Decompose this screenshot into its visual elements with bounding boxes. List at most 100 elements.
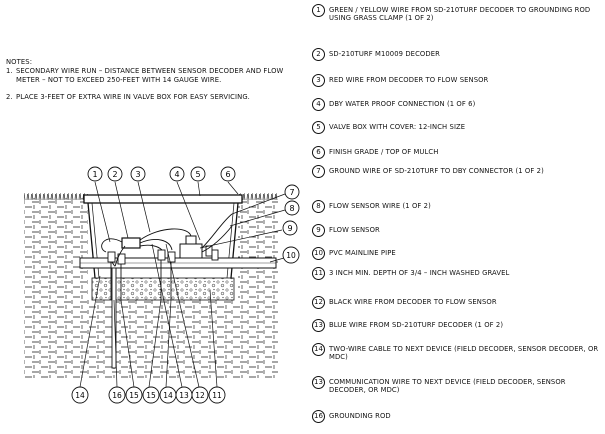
legend-number-circle: 12 xyxy=(312,296,325,309)
svg-text:13: 13 xyxy=(179,391,189,400)
legend-number-circle: 10 xyxy=(312,247,325,260)
wires xyxy=(101,213,233,300)
legend-number-circle: 6 xyxy=(312,146,325,159)
note-text: PLACE 3-FEET OF EXTRA WIRE IN VALVE BOX … xyxy=(16,93,250,102)
legend-number-circle: 13 xyxy=(312,319,325,332)
svg-text:6: 6 xyxy=(225,170,230,179)
note-item: 2. PLACE 3-FEET OF EXTRA WIRE IN VALVE B… xyxy=(6,93,286,101)
svg-text:5: 5 xyxy=(195,170,200,179)
callout-bottom-16: 16 xyxy=(108,386,126,404)
callout-bottom-12: 12 xyxy=(191,386,209,404)
legend-number-circle: 9 xyxy=(312,224,325,237)
legend-text: FLOW SENSOR xyxy=(329,226,380,234)
legend-text: PVC MAINLINE PIPE xyxy=(329,249,396,257)
legend-number-circle: 11 xyxy=(312,267,325,280)
legend-item: 9 FLOW SENSOR xyxy=(312,224,602,237)
soil-left xyxy=(24,192,88,378)
callout-right-7: 7 xyxy=(284,184,300,200)
svg-text:15: 15 xyxy=(129,391,139,400)
callout-right-10: 10 xyxy=(282,246,300,264)
soil-right xyxy=(238,192,278,378)
legend-text: FINISH GRADE / TOP OF MULCH xyxy=(329,148,439,156)
svg-text:8: 8 xyxy=(289,204,294,213)
svg-text:9: 9 xyxy=(287,224,292,233)
legend-number-circle: 13 xyxy=(312,376,325,389)
svg-text:11: 11 xyxy=(212,391,222,400)
legend-number-circle: 4 xyxy=(312,98,325,111)
svg-text:14: 14 xyxy=(163,391,173,400)
wire-connectors xyxy=(107,245,219,265)
legend-number-circle: 3 xyxy=(312,74,325,87)
legend-text: GROUND WIRE OF SD-210TURF TO DBY CONNECT… xyxy=(329,167,544,175)
svg-text:4: 4 xyxy=(174,170,179,179)
callout-bottom-15b: 15 xyxy=(142,386,160,404)
svg-text:3: 3 xyxy=(135,170,140,179)
svg-text:1: 1 xyxy=(92,170,97,179)
legend-item: 13 COMMUNICATION WIRE TO NEXT DEVICE (FIE… xyxy=(312,376,602,395)
callout-right-8: 8 xyxy=(284,200,300,216)
notes-block: NOTES: 1. SECONDARY WIRE RUN – DISTANCE … xyxy=(6,58,286,111)
legend-text: DBY WATER PROOF CONNECTION (1 OF 6) xyxy=(329,100,476,108)
legend-text: TWO-WIRE CABLE TO NEXT DEVICE (FIELD DEC… xyxy=(329,345,599,362)
legend-text: BLACK WIRE FROM DECODER TO FLOW SENSOR xyxy=(329,298,497,306)
legend-number-circle: 14 xyxy=(312,343,325,356)
leader-lines xyxy=(79,181,286,388)
legend-number-circle: 16 xyxy=(312,410,325,423)
legend-item: 1 GREEN / YELLOW WIRE FROM SD-210TURF DEC… xyxy=(312,4,602,23)
callout-bottom-15a: 15 xyxy=(125,386,143,404)
legend-text: COMMUNICATION WIRE TO NEXT DEVICE (FIELD… xyxy=(329,378,566,395)
callout-right-9: 9 xyxy=(282,220,298,236)
legend-text: BLUE WIRE FROM SD-210TURF DECODER (1 OF … xyxy=(329,321,504,329)
callout-top-1: 1 xyxy=(87,166,103,182)
legend-number-circle: 2 xyxy=(312,48,325,61)
legend-item: 13 BLUE WIRE FROM SD-210TURF DECODER (1 O… xyxy=(312,319,602,332)
legend-item: 3 RED WIRE FROM DECODER TO FLOW SENSOR xyxy=(312,74,602,87)
legend-item: 14 TWO-WIRE CABLE TO NEXT DEVICE (FIELD D… xyxy=(312,343,602,362)
note-text: SECONDARY WIRE RUN – DISTANCE BETWEEN SE… xyxy=(16,67,284,84)
legend-item: 12 BLACK WIRE FROM DECODER TO FLOW SENSOR xyxy=(312,296,602,309)
legend-item: 7 GROUND WIRE OF SD-210TURF TO DBY CONNEC… xyxy=(312,165,602,178)
svg-text:2: 2 xyxy=(112,170,117,179)
legend-number-circle: 1 xyxy=(312,4,325,17)
note-number: 2. xyxy=(6,93,13,102)
callout-top-4: 4 xyxy=(169,166,185,182)
legend-number-circle: 7 xyxy=(312,165,325,178)
legend-text: FLOW SENSOR WIRE (1 OF 2) xyxy=(329,202,431,210)
callout-bottom-11: 11 xyxy=(208,386,226,404)
legend-text: VALVE BOX WITH COVER: 12-INCH SIZE xyxy=(329,123,466,131)
svg-text:14: 14 xyxy=(75,391,85,400)
gravel-bed xyxy=(91,277,235,301)
legend-item: 11 3 INCH MIN. DEPTH OF 3/4 – INCH WASHED… xyxy=(312,267,602,280)
svg-text:7: 7 xyxy=(289,188,294,197)
note-item: 1. SECONDARY WIRE RUN – DISTANCE BETWEEN… xyxy=(6,67,286,84)
legend-item: 6 FINISH GRADE / TOP OF MULCH xyxy=(312,146,602,159)
note-number: 1. xyxy=(6,67,13,76)
legend-text: 3 INCH MIN. DEPTH OF 3/4 – INCH WASHED G… xyxy=(329,269,510,277)
callout-bottom-14: 14 xyxy=(71,386,89,404)
legend-text: GREEN / YELLOW WIRE FROM SD-210TURF DECO… xyxy=(329,6,591,23)
legend-text: RED WIRE FROM DECODER TO FLOW SENSOR xyxy=(329,76,489,84)
svg-text:16: 16 xyxy=(112,391,122,400)
svg-text:12: 12 xyxy=(195,391,205,400)
callout-bottom-13: 13 xyxy=(175,386,193,404)
svg-text:15: 15 xyxy=(146,391,156,400)
legend-text: GROUNDING ROD xyxy=(329,412,391,420)
legend-number-circle: 8 xyxy=(312,200,325,213)
legend-item: 2 SD-210TURF M10009 DECODER xyxy=(312,48,602,61)
grounding-rod xyxy=(111,267,117,369)
svg-text:10: 10 xyxy=(286,251,296,260)
legend-item: 16 GROUNDING ROD xyxy=(312,410,602,423)
callout-top-2: 2 xyxy=(107,166,123,182)
callout-bottom-14b: 14 xyxy=(159,386,177,404)
legend-number-circle: 5 xyxy=(312,121,325,134)
callout-top-3: 3 xyxy=(130,166,146,182)
legend-item: 5 VALVE BOX WITH COVER: 12-INCH SIZE xyxy=(312,121,602,134)
legend-text: SD-210TURF M10009 DECODER xyxy=(329,50,440,58)
legend-item: 4 DBY WATER PROOF CONNECTION (1 OF 6) xyxy=(312,98,602,111)
legend-item: 8 FLOW SENSOR WIRE (1 OF 2) xyxy=(312,200,602,213)
callout-top-5: 5 xyxy=(190,166,206,182)
flow-sensor xyxy=(179,235,203,259)
callout-top-6: 6 xyxy=(220,166,236,182)
legend-item: 10 PVC MAINLINE PIPE xyxy=(312,247,602,260)
